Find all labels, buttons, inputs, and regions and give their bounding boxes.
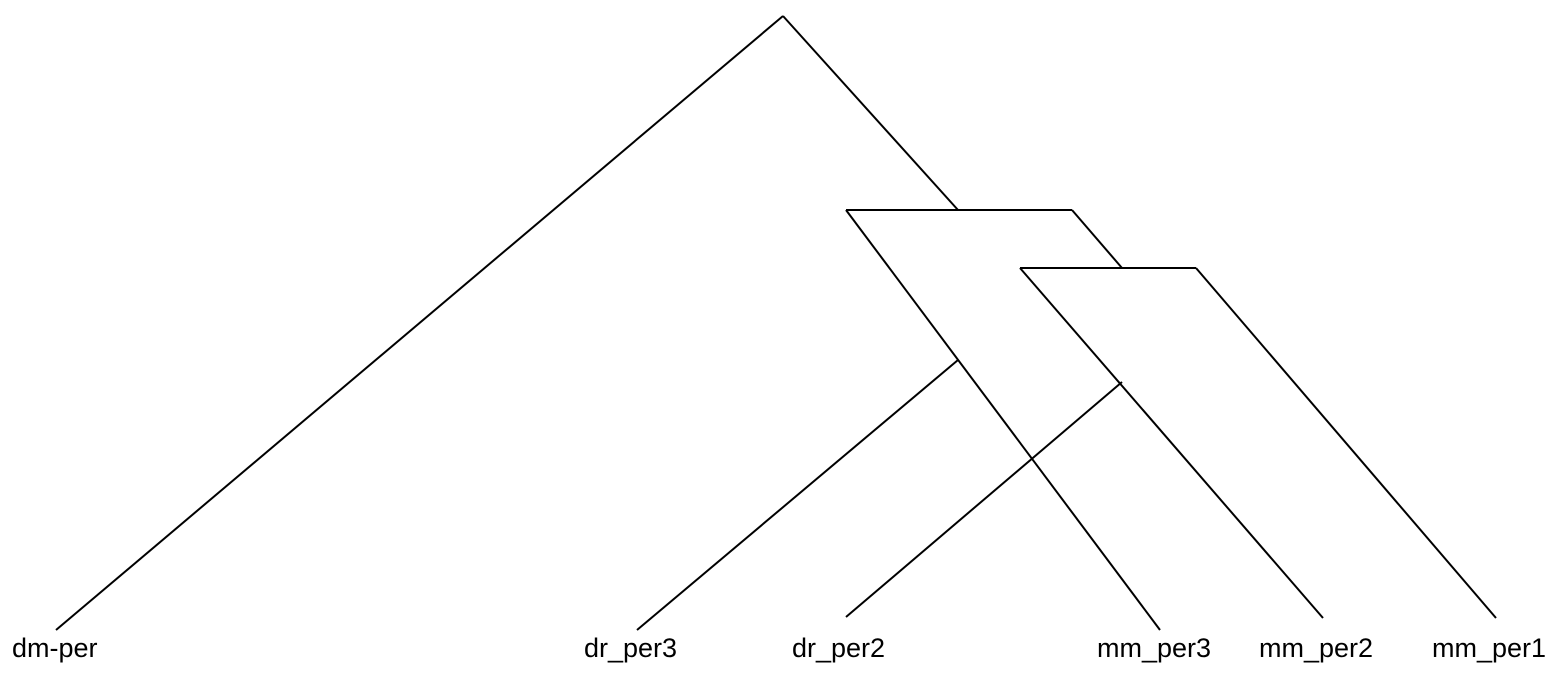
leaf-label-mm-per3: mm_per3	[1097, 633, 1212, 663]
edge-root-to-junction-a	[782, 15, 959, 211]
leaf-label-mm-per1: mm_per1	[1432, 633, 1547, 663]
edge-to-dr2	[845, 381, 1123, 618]
leaf-label-dm-per: dm-per	[12, 633, 98, 663]
leaf-label-dr-per2: dr_per2	[792, 633, 886, 663]
edge-to-dr3	[636, 359, 959, 631]
leaf-label-mm-per2: mm_per2	[1259, 633, 1374, 663]
leaf-label-dr-per3: dr_per3	[584, 633, 678, 663]
edge-to-mm3	[845, 209, 1161, 631]
edge-to-mm2	[1019, 267, 1324, 619]
edge-to-mm1	[1195, 267, 1497, 619]
edge-bar-a-to-junction-b	[1071, 209, 1123, 269]
edge-root-to-dm	[55, 15, 784, 631]
